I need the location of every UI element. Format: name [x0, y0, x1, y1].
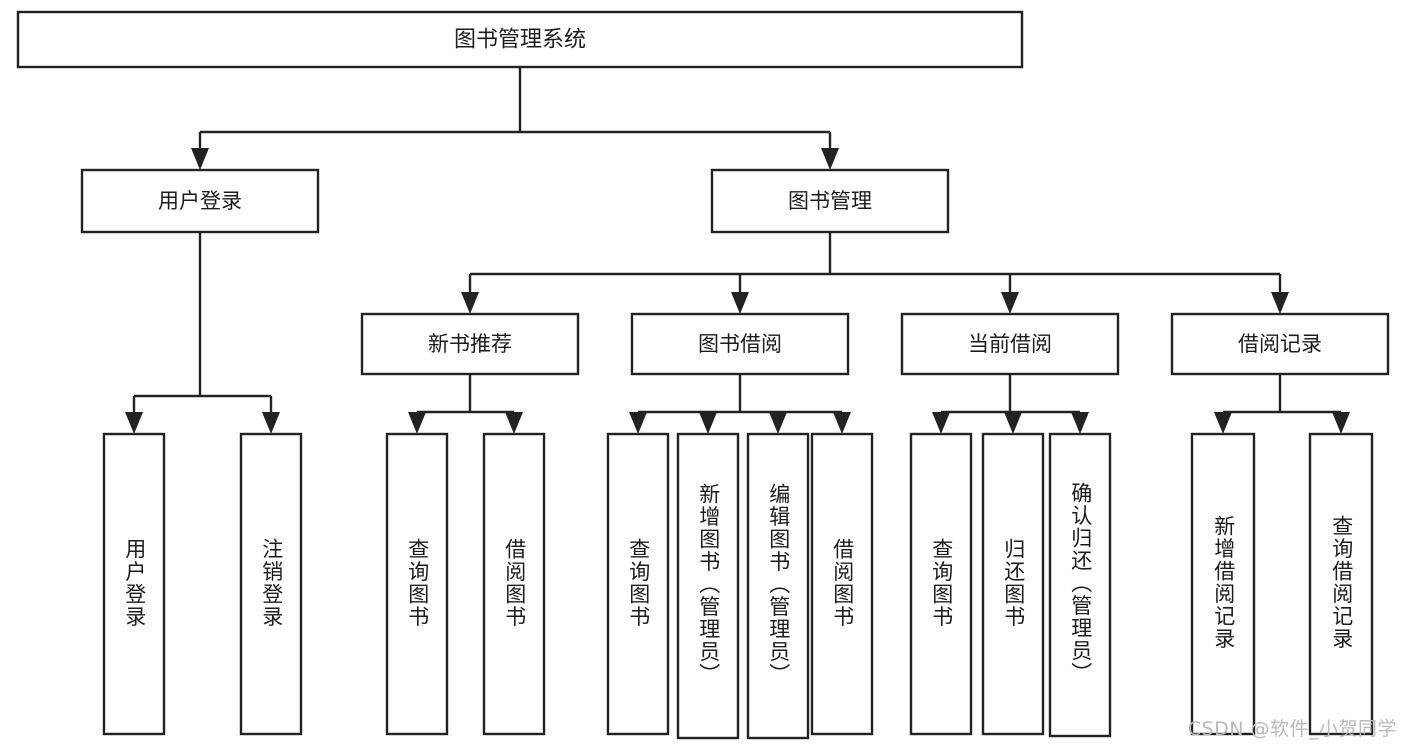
arrow-head-icon: [262, 412, 280, 434]
node-level3-label: 图书借阅: [698, 332, 782, 356]
arrow-head-icon: [125, 412, 143, 434]
connectors-layer: [125, 67, 1350, 434]
boxes-layer: [16, 10, 1390, 740]
node-leaf-box[interactable]: [606, 432, 670, 736]
arrow-head-icon: [1214, 412, 1232, 434]
arrow-head-icon: [731, 292, 749, 314]
arrow-head-icon: [191, 148, 209, 170]
arrow-head-icon: [1001, 292, 1019, 314]
arrow-head-icon: [699, 412, 717, 434]
node-leaf-box[interactable]: [1308, 432, 1374, 736]
node-leaf-box[interactable]: [676, 432, 740, 740]
node-leaf-box[interactable]: [1190, 432, 1256, 736]
node-leaf-box[interactable]: [482, 432, 546, 736]
node-root-label: 图书管理系统: [454, 28, 586, 53]
node-leaf-box[interactable]: [102, 432, 166, 736]
node-level3-box[interactable]: [360, 312, 580, 376]
arrow-head-icon: [461, 292, 479, 314]
node-root-box[interactable]: [16, 10, 1024, 69]
csdn-watermark: CSDN @软件_小贺同学: [1187, 718, 1397, 740]
node-level3-box[interactable]: [630, 312, 850, 376]
node-leaf-box[interactable]: [385, 432, 449, 736]
arrow-head-icon: [1071, 412, 1089, 434]
node-level3-box[interactable]: [1170, 312, 1390, 376]
node-level3-label: 借阅记录: [1238, 332, 1322, 356]
arrow-head-icon: [1004, 412, 1022, 434]
node-level2-label: 用户登录: [158, 189, 242, 213]
arrow-head-icon: [769, 412, 787, 434]
arrow-head-icon: [821, 148, 839, 170]
arrow-head-icon: [1271, 292, 1289, 314]
arrow-head-icon: [1332, 412, 1350, 434]
node-leaf-box[interactable]: [239, 432, 303, 736]
node-level3-label: 当前借阅: [968, 332, 1052, 356]
node-leaf-box[interactable]: [746, 432, 810, 740]
node-level3-box[interactable]: [900, 312, 1120, 376]
node-leaf-box[interactable]: [1048, 432, 1112, 738]
node-level3-label: 新书推荐: [428, 332, 512, 356]
arrow-head-icon: [932, 412, 950, 434]
node-level2-label: 图书管理: [788, 189, 872, 213]
node-leaf-box[interactable]: [981, 432, 1045, 736]
node-leaf-box[interactable]: [909, 432, 973, 736]
arrow-head-icon: [505, 412, 523, 434]
node-level2-box[interactable]: [80, 168, 320, 234]
arrow-head-icon: [629, 412, 647, 434]
node-leaf-box[interactable]: [810, 432, 874, 736]
arrow-head-icon: [408, 412, 426, 434]
node-level2-box[interactable]: [710, 168, 950, 234]
arrow-head-icon: [833, 412, 851, 434]
